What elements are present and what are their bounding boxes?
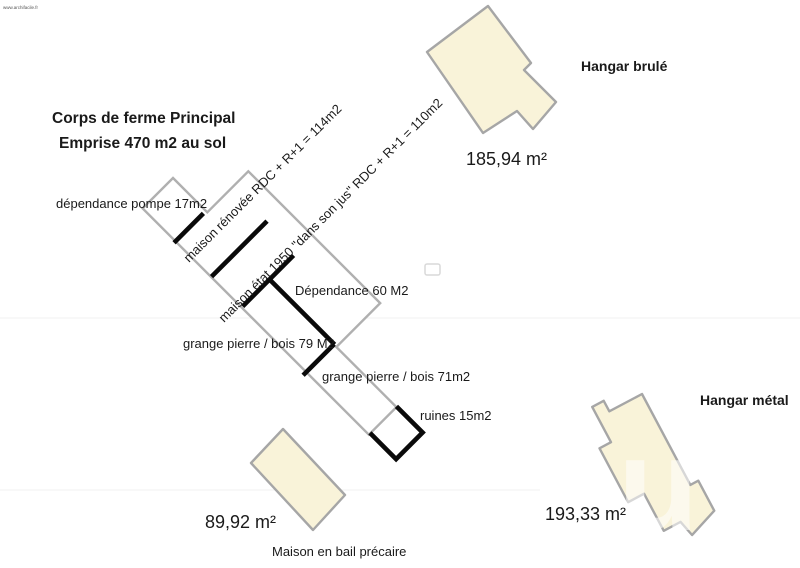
divider-pompe-renovee bbox=[172, 211, 206, 245]
section-label-dependance: Dépendance 60 M2 bbox=[295, 283, 408, 298]
divider-renovee-etat bbox=[209, 219, 269, 279]
maison-bail-label: Maison en bail précaire bbox=[272, 544, 406, 559]
hangar-brule-area: 185,94 m² bbox=[466, 149, 547, 169]
divider-grange79-71 bbox=[301, 342, 336, 377]
divider-longitudinal bbox=[266, 276, 337, 347]
page-subtitle: Emprise 470 m2 au sol bbox=[59, 135, 226, 152]
site-watermark-text: www.archifacile.fr bbox=[3, 5, 39, 10]
section-label-grange79: grange pierre / bois 79 M2 bbox=[183, 336, 335, 351]
watermark-glyph: u bbox=[618, 411, 699, 558]
maison-bail-area: 89,92 m² bbox=[205, 512, 276, 532]
farm-band-outline bbox=[140, 169, 399, 437]
section-label-pompe: dépendance pompe 17m2 bbox=[56, 196, 207, 211]
section-label-ruines: ruines 15m2 bbox=[420, 408, 492, 423]
hangar-metal-label: Hangar métal bbox=[700, 392, 789, 408]
maison-bail-shape bbox=[249, 427, 347, 532]
hangar-metal-area: 193,33 m² bbox=[545, 504, 626, 524]
hangar-brule-shape bbox=[425, 4, 558, 135]
watermark-box-icon bbox=[424, 263, 441, 276]
hangar-metal-shape bbox=[591, 392, 716, 537]
section-label-grange71: grange pierre / bois 71m2 bbox=[322, 369, 470, 384]
hangar-metal-group bbox=[591, 392, 716, 537]
farm-band-group bbox=[140, 169, 426, 463]
ruines-walls bbox=[368, 404, 426, 463]
hangar-brule-label: Hangar brulé bbox=[581, 58, 668, 74]
page-title: Corps de ferme Principal bbox=[52, 110, 235, 127]
